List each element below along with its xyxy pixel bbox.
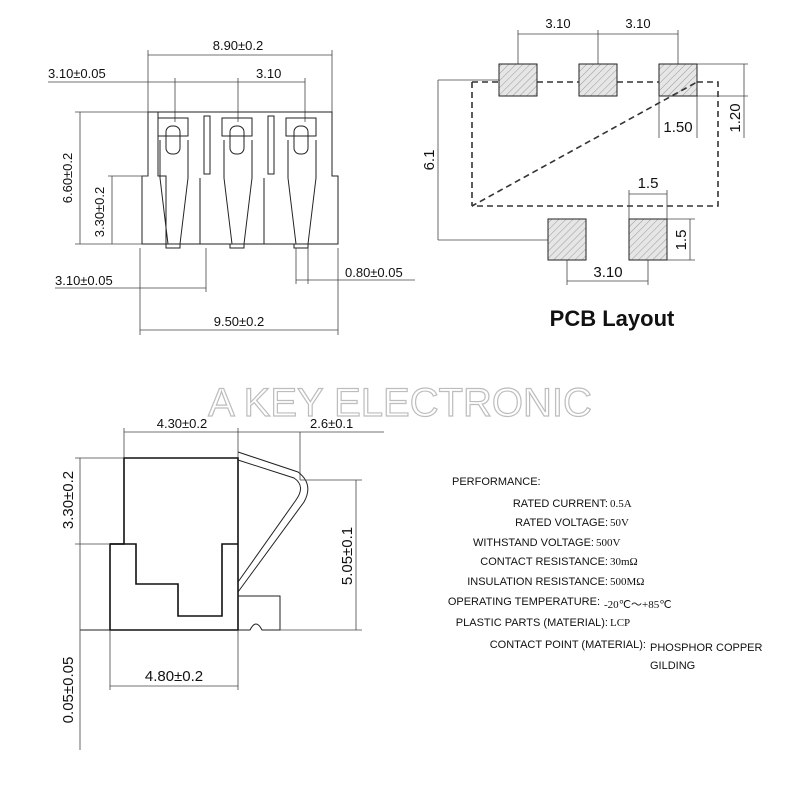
dim-inner-height: 3.30±0.2	[92, 187, 107, 238]
pcb-dim-pitch-right: 3.10	[625, 16, 650, 31]
watermark: A KEY ELECTRONIC	[208, 381, 592, 425]
dim-bottom-offset: 3.10±0.05	[55, 273, 113, 288]
performance-title: PERFORMANCE:	[452, 476, 541, 488]
side-dim-upper-height: 3.30±0.2	[60, 471, 77, 529]
side-dim-bottom-width: 4.80±0.2	[145, 668, 203, 685]
pcb-pad	[498, 63, 538, 97]
spec-value: 500MΩ	[610, 576, 645, 588]
spec-label: WITHSTAND VOLTAGE:	[472, 537, 594, 549]
spec-label: INSULATION RESISTANCE:	[467, 576, 608, 588]
pcb-dim-total-height: 6.1	[421, 150, 438, 171]
pcb-pad	[547, 218, 587, 261]
side-dim-top-width: 4.30±0.2	[157, 416, 208, 431]
pcb-pad	[658, 63, 698, 97]
spec-value: 0.5A	[610, 498, 632, 510]
spec-row-rated-voltage: RATED VOLTAGE: 50V	[430, 517, 790, 535]
spec-row-operating-temperature: OPERATING TEMPERATURE: -20℃～+85℃	[430, 596, 790, 614]
spec-value: 30mΩ	[610, 556, 638, 568]
pcb-dim-small-pad-width: 1.5	[638, 175, 659, 192]
dim-left-offset: 3.10±0.05	[48, 66, 106, 81]
spec-label: RATED CURRENT:	[512, 498, 608, 510]
dim-total-width: 8.90±0.2	[213, 38, 264, 53]
dim-bottom-width: 9.50±0.2	[214, 314, 265, 329]
spec-row-insulation-resistance: INSULATION RESISTANCE: 500MΩ	[430, 576, 790, 594]
spec-label: CONTACT RESISTANCE:	[480, 556, 608, 568]
top-view-drawing: 8.90±0.2 3.10±0.05 3.10	[48, 38, 415, 335]
pcb-dim-pad-height: 1.20	[727, 103, 744, 132]
spec-label: RATED VOLTAGE:	[515, 517, 608, 529]
spec-row-withstand-voltage: WITHSTAND VOLTAGE: 500V	[430, 537, 790, 555]
spec-label: CONTACT POINT (MATERIAL):	[489, 639, 646, 651]
pcb-dim-pad-width: 1.50	[663, 119, 692, 136]
pcb-layout-drawing: 3.10 3.10 1.20 1.50 6.1 1.5	[421, 16, 748, 331]
spec-label: PLASTIC PARTS (MATERIAL):	[455, 617, 608, 629]
side-view-drawing: 4.30±0.2 2.6±0.1 5.05±0.1 3.30±0.2 0.05±…	[60, 416, 384, 750]
spec-value: LCP	[610, 617, 631, 629]
spec-row-plastic-parts: PLASTIC PARTS (MATERIAL): LCP	[430, 617, 790, 635]
spec-label: OPERATING TEMPERATURE:	[447, 596, 600, 608]
spec-value: -20℃～+85℃	[604, 599, 672, 611]
side-dim-lead-thickness: 0.05±0.05	[60, 657, 77, 724]
spec-row-rated-current: RATED CURRENT: 0.5A	[430, 498, 790, 516]
pcb-pad	[628, 218, 668, 261]
spec-row-contact-resistance: CONTACT RESISTANCE: 30mΩ	[430, 556, 790, 574]
side-dim-lead: 2.6±0.1	[310, 416, 353, 431]
spec-value: 50V	[610, 517, 629, 529]
pcb-dim-pitch-left: 3.10	[545, 16, 570, 31]
dim-pitch: 3.10	[256, 66, 281, 81]
side-dim-body-height: 5.05±0.1	[339, 527, 356, 585]
dim-height: 6.60±0.2	[60, 153, 75, 204]
spec-value: PHOSPHOR COPPER GILDING	[650, 642, 763, 672]
pcb-dim-small-pad-height: 1.5	[673, 230, 690, 251]
dim-pin-width: 0.80±0.05	[345, 265, 403, 280]
pcb-dim-bottom-pitch: 3.10	[593, 264, 622, 281]
spec-value: 500V	[596, 537, 621, 549]
spec-row-contact-point: CONTACT POINT (MATERIAL): PHOSPHOR COPPE…	[430, 639, 790, 679]
pcb-layout-title: PCB Layout	[550, 306, 675, 331]
pcb-pad	[578, 63, 618, 97]
